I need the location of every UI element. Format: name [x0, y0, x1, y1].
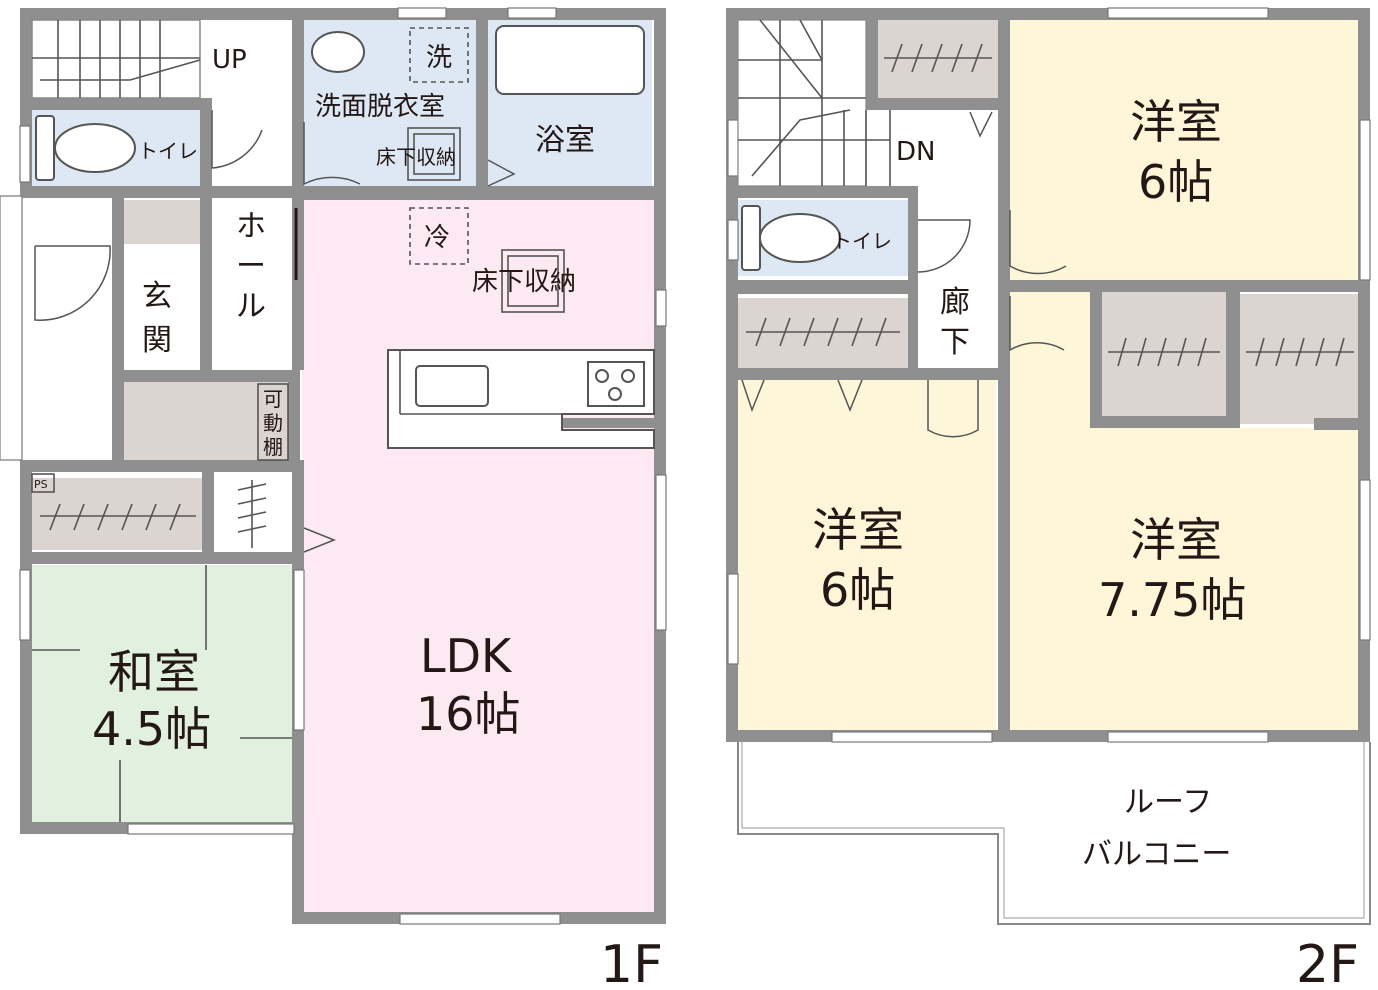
- movable-shelf: [257, 383, 289, 461]
- washitsu-size-label: 4.5帖: [92, 702, 211, 756]
- floor-2f: DN: [726, 7, 1371, 990]
- ldk-name-label: LDK: [420, 629, 513, 683]
- closet-hangers-2f: [746, 43, 1354, 367]
- room-sw-size-label: 6帖: [820, 563, 895, 617]
- closet-mid-2f: [738, 298, 908, 368]
- storage-closet-1f: [124, 380, 288, 460]
- floor-2f-label: 2F: [1296, 935, 1359, 990]
- room-se-2f: [1010, 292, 1360, 730]
- stairs-dn-label: DN: [896, 137, 935, 167]
- bath-label: 浴室: [535, 123, 595, 158]
- floor-1f-label: 1F: [600, 935, 663, 990]
- underfloor-hatch-ldk-icon: [501, 249, 565, 313]
- movable-shelf-char-2: 動: [263, 411, 283, 435]
- ldk-size-label: 16帖: [416, 687, 521, 741]
- underfloor-storage-ldk-label: 床下収納: [472, 267, 576, 297]
- hall-char-1: ホ: [236, 209, 266, 244]
- windows-1f: [0, 7, 667, 925]
- room-sw-name-label: 洋室: [812, 503, 904, 557]
- stairs-1f: [31, 19, 201, 99]
- underfloor-storage-wash-label: 床下収納: [376, 145, 456, 169]
- pipe-shaft: [31, 473, 55, 493]
- room-se-size-label: 7.75帖: [1098, 573, 1246, 627]
- room-ne-name-label: 洋室: [1130, 95, 1222, 149]
- room-sw-2f: [738, 370, 996, 730]
- ps-label: PS: [34, 478, 48, 491]
- windows-2f: [727, 7, 1371, 743]
- genkan-char-2: 関: [142, 323, 172, 358]
- stairs-2f: [737, 19, 891, 187]
- stove-icon: [587, 361, 645, 407]
- fridge-space: [409, 207, 469, 265]
- kitchen-counter: [387, 349, 655, 449]
- stairs-up-label: UP: [212, 45, 247, 75]
- movable-shelf-char-3: 棚: [263, 435, 283, 459]
- doors-1f: [34, 110, 516, 553]
- washbasin-icon: [311, 31, 365, 73]
- room-ne-size-label: 6帖: [1138, 155, 1213, 209]
- room-se-name-label: 洋室: [1130, 513, 1222, 567]
- toilet-fixture-2f: [741, 205, 841, 271]
- corridor-char-2: 下: [940, 325, 970, 360]
- washitsu-room: [32, 565, 294, 822]
- washitsu-name-label: 和室: [108, 645, 200, 699]
- underfloor-hatch-wash-icon: [407, 127, 461, 181]
- hall-char-2: ー: [236, 249, 266, 284]
- storage-west-1f: [32, 478, 202, 550]
- sink-icon: [415, 365, 489, 407]
- washroom-label: 洗面脱衣室: [315, 92, 445, 122]
- closet-hangers-1f: [40, 480, 267, 548]
- storage-genkan-1f: [124, 200, 212, 244]
- toilet-label-2f: トイレ: [832, 229, 892, 253]
- hall-char-3: ル: [236, 289, 266, 324]
- bathtub-icon: [495, 25, 645, 95]
- toilet-fixture-1f: [35, 115, 136, 181]
- room-ne-2f: [1010, 20, 1360, 282]
- ldk-room: [302, 200, 654, 912]
- corridor-char-1: 廊: [940, 285, 970, 320]
- genkan-char-1: 玄: [142, 279, 172, 314]
- floor-1f: UP トイレ 洗 洗面脱衣室 床下収納 浴室 ホ ー ル 玄: [0, 7, 667, 990]
- toilet-label-1f: トイレ: [138, 139, 198, 163]
- roof-balcony-outline: [737, 742, 1371, 925]
- closet-east-a-2f: [1102, 286, 1226, 416]
- washer-space: [409, 27, 469, 83]
- roof-balcony-line-1: ルーフ: [1124, 785, 1212, 820]
- doors-2f: [741, 111, 1067, 438]
- tatami-lines: [32, 565, 292, 822]
- washer-label: 洗: [426, 43, 452, 73]
- fridge-label: 冷: [424, 223, 450, 253]
- roof-balcony-line-2: バルコニー: [1082, 837, 1231, 872]
- movable-shelf-char-1: 可: [263, 387, 283, 411]
